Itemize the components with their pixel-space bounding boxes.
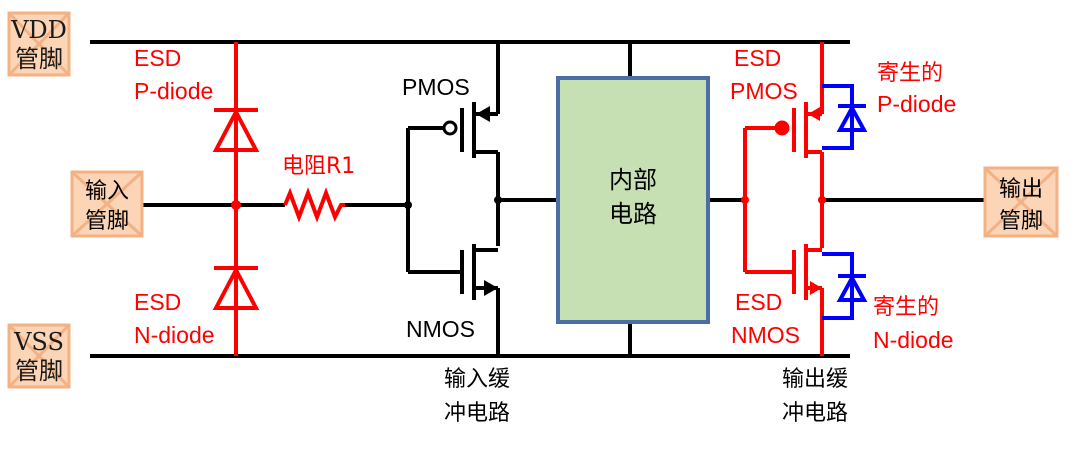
esd-p-diode bbox=[212, 42, 260, 356]
esd-p-diode-label-1: ESD bbox=[134, 45, 181, 71]
input-buffer bbox=[406, 42, 500, 356]
parasitic-n-diode-label-2: N-diode bbox=[873, 327, 954, 353]
buffer-gate-junction bbox=[404, 201, 412, 209]
vdd-pin-sublabel: 管脚 bbox=[15, 45, 63, 73]
internal-circuit-label-1: 内部 bbox=[609, 166, 657, 194]
pmos-label: PMOS bbox=[402, 74, 470, 100]
nmos-label: NMOS bbox=[406, 316, 475, 342]
input-buffer-label-2: 冲电路 bbox=[444, 401, 510, 426]
esd-nmos-label-2: NMOS bbox=[731, 322, 800, 348]
parasitic-n-diode bbox=[822, 252, 868, 320]
buffer-output-junction bbox=[494, 196, 502, 204]
esd-n-diode-label-2: N-diode bbox=[134, 322, 215, 348]
output-pin-sublabel: 管脚 bbox=[999, 209, 1043, 234]
parasitic-p-diode-label-1: 寄生的 bbox=[877, 61, 943, 86]
input-pin-label: 输入 bbox=[85, 179, 129, 204]
parasitic-p-diode-label-2: P-diode bbox=[877, 91, 956, 117]
internal-circuit-block bbox=[556, 76, 710, 324]
esd-p-diode-label-2: P-diode bbox=[134, 78, 213, 104]
output-buffer-label-2: 冲电路 bbox=[782, 401, 848, 426]
output-buffer-label-1: 输出缓 bbox=[782, 367, 848, 392]
input-buffer-label-1: 输入缓 bbox=[444, 367, 510, 392]
vss-pin: VSS 管脚 bbox=[7, 323, 71, 389]
resistor-label: 电阻R1 bbox=[282, 154, 355, 179]
vss-pin-sublabel: 管脚 bbox=[15, 357, 63, 385]
parasitic-p-diode bbox=[822, 84, 868, 150]
esd-nmos-label-1: ESD bbox=[735, 289, 782, 315]
esd-pmos-label-2: PMOS bbox=[730, 78, 798, 104]
internal-circuit-label-2: 电路 bbox=[609, 200, 657, 228]
output-pin-label: 输出 bbox=[999, 177, 1043, 202]
input-junction-dot bbox=[231, 200, 241, 210]
input-pin-sublabel: 管脚 bbox=[85, 209, 129, 234]
output-pin: 输出 管脚 bbox=[983, 166, 1059, 238]
esd-pmos-label-1: ESD bbox=[734, 45, 781, 71]
vdd-pin-label: VDD bbox=[10, 16, 67, 44]
vss-pin-label: VSS bbox=[13, 328, 64, 356]
output-drain-junction bbox=[818, 196, 826, 204]
output-gate-junction bbox=[741, 196, 749, 204]
resistor-r1 bbox=[283, 187, 345, 223]
input-pin: 输入 管脚 bbox=[70, 170, 144, 238]
esd-n-diode-label-1: ESD bbox=[134, 289, 181, 315]
parasitic-n-diode-label-1: 寄生的 bbox=[873, 295, 939, 320]
vdd-pin: VDD 管脚 bbox=[7, 11, 71, 77]
